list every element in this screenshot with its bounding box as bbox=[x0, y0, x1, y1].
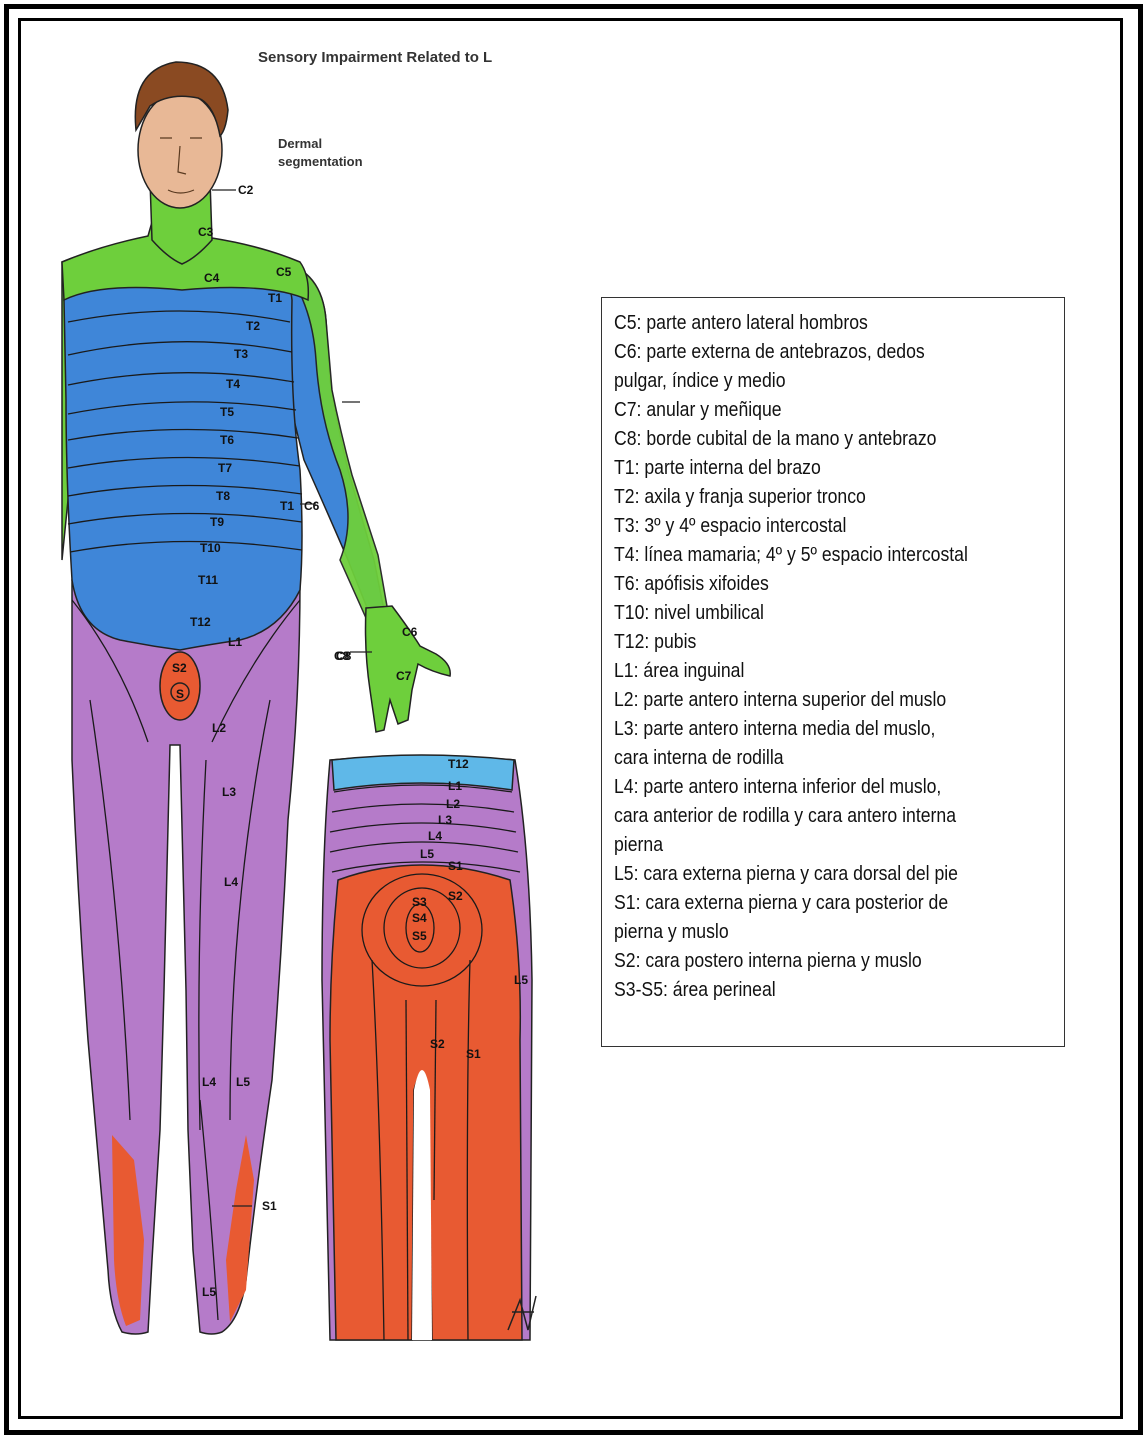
dermatome-label: L4 bbox=[428, 829, 442, 843]
legend-line: pierna y muslo bbox=[614, 917, 1061, 946]
figure-header: Sensory Impairment Related to L bbox=[258, 49, 492, 66]
dermatome-label: T3 bbox=[234, 347, 248, 361]
dermatome-label: T12 bbox=[448, 757, 469, 771]
legend-line: L3: parte antero interna media del muslo… bbox=[614, 714, 1061, 743]
dermatome-label: C6 bbox=[402, 625, 418, 639]
dermatome-label: T9 bbox=[210, 515, 224, 529]
dermatome-label: S bbox=[176, 687, 184, 701]
dermatome-label: L4 bbox=[202, 1075, 216, 1089]
figure-subheader-2: segmentation bbox=[278, 154, 363, 169]
dermatome-label: C8 bbox=[336, 649, 352, 663]
dermatome-label: C2 bbox=[238, 183, 254, 197]
legend-line: S3-S5: área perineal bbox=[614, 975, 1061, 1004]
dermatome-label: L3 bbox=[222, 785, 236, 799]
dermatome-label: L2 bbox=[212, 721, 226, 735]
figure-subheader-1: Dermal bbox=[278, 136, 322, 151]
legend-line: C5: parte antero lateral hombros bbox=[614, 308, 1061, 337]
dermatome-label: T2 bbox=[246, 319, 260, 333]
legend-line: T10: nivel umbilical bbox=[614, 598, 1061, 627]
dermatome-label: L1 bbox=[228, 635, 242, 649]
legend-line: T3: 3º y 4º espacio intercostal bbox=[614, 511, 1061, 540]
legend-line: L1: área inguinal bbox=[614, 656, 1061, 685]
legend-line: cara anterior de rodilla y cara antero i… bbox=[614, 801, 1061, 830]
dermatome-label: T1 bbox=[268, 291, 282, 305]
dermatome-label: L3 bbox=[438, 813, 452, 827]
dermatome-label: S5 bbox=[412, 929, 427, 943]
legend-line: C6: parte externa de antebrazos, dedos bbox=[614, 337, 1061, 366]
dermatome-label: L1 bbox=[448, 779, 462, 793]
dermatome-label: S1 bbox=[466, 1047, 481, 1061]
dermatome-label: L5 bbox=[514, 973, 528, 987]
back-leg-gap bbox=[412, 1070, 432, 1340]
dermatome-label: S3 bbox=[412, 895, 427, 909]
legend-line: T1: parte interna del brazo bbox=[614, 453, 1061, 482]
dermatome-label: S4 bbox=[412, 911, 427, 925]
dermatome-label: S2 bbox=[430, 1037, 445, 1051]
legend-line: L5: cara externa pierna y cara dorsal de… bbox=[614, 859, 1061, 888]
dermatome-label: L4 bbox=[224, 875, 238, 889]
legend-line: C8: borde cubital de la mano y antebrazo bbox=[614, 424, 1061, 453]
dermatome-label: L2 bbox=[446, 797, 460, 811]
dermatome-label: T1 bbox=[280, 499, 294, 513]
dermatome-label: S1 bbox=[448, 859, 463, 873]
dermatome-label: T5 bbox=[220, 405, 234, 419]
dermatome-label: S2 bbox=[172, 661, 187, 675]
dermatome-label: L5 bbox=[420, 847, 434, 861]
dermatome-label: S1 bbox=[262, 1199, 277, 1213]
legend-line: C7: anular y meñique bbox=[614, 395, 1061, 424]
legend-line: L4: parte antero interna inferior del mu… bbox=[614, 772, 1061, 801]
legend-line: cara interna de rodilla bbox=[614, 743, 1061, 772]
dermatome-label: T11 bbox=[198, 573, 218, 587]
legend-line: L2: parte antero interna superior del mu… bbox=[614, 685, 1061, 714]
legend-line: S2: cara postero interna pierna y muslo bbox=[614, 946, 1061, 975]
legend-box: C5: parte antero lateral hombrosC6: part… bbox=[601, 297, 1065, 1047]
dermatome-label: T10 bbox=[200, 541, 221, 555]
legend-line: T2: axila y franja superior tronco bbox=[614, 482, 1061, 511]
legend-line: T4: línea mamaria; 4º y 5º espacio inter… bbox=[614, 540, 1061, 569]
dermatome-label: C7 bbox=[396, 669, 412, 683]
legend-line: T12: pubis bbox=[614, 627, 1061, 656]
dermatome-label: T8 bbox=[216, 489, 230, 503]
dermatome-label: T7 bbox=[218, 461, 232, 475]
dermatome-label: L5 bbox=[236, 1075, 250, 1089]
dermatome-label: T12 bbox=[190, 615, 211, 629]
back-body bbox=[322, 755, 532, 1340]
legend-line: T6: apófisis xifoides bbox=[614, 569, 1061, 598]
dermatome-label: L5 bbox=[202, 1285, 216, 1299]
legend-line: S1: cara externa pierna y cara posterior… bbox=[614, 888, 1061, 917]
dermatome-label: C6 bbox=[304, 499, 320, 513]
legend-line: pierna bbox=[614, 830, 1061, 859]
dermatome-label: T4 bbox=[226, 377, 240, 391]
dermatome-label: T6 bbox=[220, 433, 234, 447]
dermatome-label: C4 bbox=[204, 271, 220, 285]
dermatome-label: S2 bbox=[448, 889, 463, 903]
legend-line: pulgar, índice y medio bbox=[614, 366, 1061, 395]
dermatome-label: C3 bbox=[198, 225, 214, 239]
dermatome-label: C5 bbox=[276, 265, 292, 279]
